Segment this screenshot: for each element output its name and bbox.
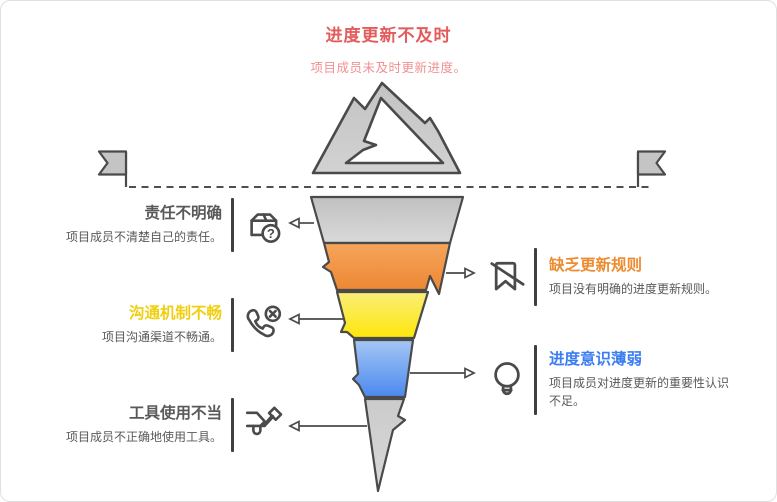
cause-desc: 项目成员不正确地使用工具。 [65, 430, 222, 444]
funnel-layer-2 [323, 243, 450, 294]
mountain-icon [313, 83, 460, 173]
arrows [290, 219, 474, 431]
cause-title: 责任不明确 [144, 205, 222, 222]
divider [534, 248, 537, 306]
arrow-right-2 [410, 369, 474, 378]
cause-title: 进度意识薄弱 [549, 351, 643, 368]
cause-title: 工具使用不当 [128, 405, 222, 422]
cause-desc: 项目沟通渠道不畅通。 [101, 330, 222, 344]
cause-desc: 项目成员对进度更新的重要性认识不足。 [549, 376, 730, 408]
funnel-layer-4 [353, 340, 413, 397]
cause-title: 缺乏更新规则 [549, 257, 643, 274]
page-subtitle: 项目成员未及时更新进度。 [310, 61, 467, 75]
cause-title: 沟通机制不畅 [128, 305, 222, 322]
cause-desc: 项目没有明确的进度更新规则。 [549, 282, 718, 296]
divider [231, 398, 234, 452]
lightbulb-icon [484, 345, 534, 415]
svg-text:?: ? [267, 226, 275, 241]
bookmark-slash-icon [484, 248, 534, 306]
page-title: 进度更新不及时 [325, 26, 452, 45]
cause-desc: 项目成员不清楚自己的责任。 [65, 230, 222, 244]
funnel-layer-5 [365, 399, 405, 491]
arrow-left-3 [290, 422, 367, 431]
right-flag-icon [638, 152, 665, 188]
cause-item-awareness: 进度意识薄弱 项目成员对进度更新的重要性认识不足。 [484, 345, 734, 415]
funnel-layer-3 [337, 292, 428, 338]
left-flag-icon [99, 152, 126, 188]
funnel [311, 197, 463, 491]
cause-item-rules: 缺乏更新规则 项目没有明确的进度更新规则。 [484, 248, 734, 306]
divider [231, 198, 234, 252]
arrow-left-2 [290, 315, 343, 324]
header: 进度更新不及时 项目成员未及时更新进度。 [1, 21, 776, 76]
cause-item-responsibility: 责任不明确 项目成员不清楚自己的责任。 ? [37, 198, 286, 252]
divider [231, 298, 234, 352]
cause-item-communication: 沟通机制不畅 项目沟通渠道不畅通。 [37, 298, 286, 352]
arrow-right-1 [446, 269, 474, 278]
arrow-left-1 [290, 219, 314, 228]
divider [534, 345, 537, 415]
box-question-icon: ? [234, 198, 286, 252]
funnel-layer-1 [311, 197, 463, 243]
cause-item-tools: 工具使用不当 项目成员不正确地使用工具。 [37, 398, 286, 452]
phone-x-icon [234, 298, 286, 352]
tools-icon [234, 398, 286, 452]
